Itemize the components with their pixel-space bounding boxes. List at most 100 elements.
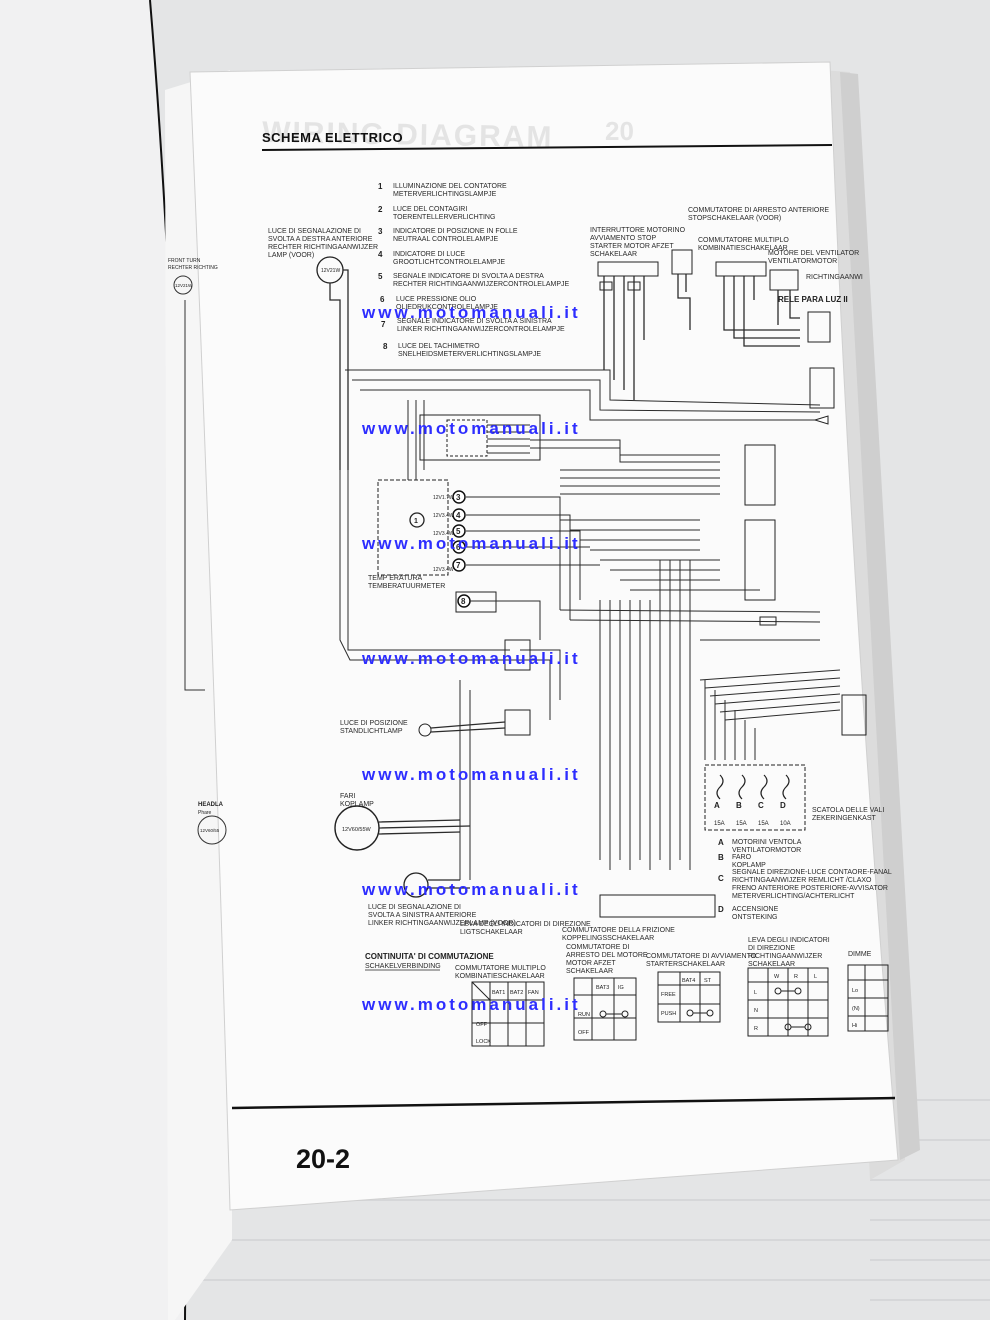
label: LUCE DI POSIZIONE	[340, 720, 408, 727]
label: AVVIAMENTO STOP	[590, 235, 656, 242]
front-stop-switch: COMMUTATORE DI ARRESTO ANTERIORE STOPSCH…	[671, 207, 829, 347]
front-right-turn-signal: LUCE DI SEGNALAZIONE DI SVOLTA A DESTRA …	[268, 228, 378, 470]
continuity-title: CONTINUITA' DI COMMUTAZIONE	[365, 952, 494, 961]
left-page-fragment: FRONT TURN RECHTER RICHTING 12V21W HEADL…	[168, 258, 227, 845]
bulb-rating: 12V3.4W	[433, 567, 454, 573]
col-head: L	[814, 974, 817, 980]
label: ZEKERINGENKAST	[812, 815, 877, 822]
legend-num: 7	[381, 320, 386, 329]
svg-text:4: 4	[456, 511, 461, 520]
label: KOPLAMP	[340, 801, 374, 808]
svg-text:7: 7	[456, 561, 461, 570]
bottom-connector-bank: COMMUTATORE DELLA FRIZIONE KOPPELINGSSCH…	[460, 894, 716, 942]
legend-nl: METERVERLICHTINGSLAMPJE	[393, 191, 497, 198]
fuse-amp: 10A	[780, 821, 791, 827]
label: RECHTER RICHTING	[168, 265, 218, 271]
bulb-num-1: 1	[414, 518, 418, 525]
watermark: www.motomanuali.it	[361, 534, 581, 553]
col-head: W	[774, 974, 780, 980]
label: SVOLTA A SINISTRA ANTERIORE	[368, 912, 477, 919]
table-title: RICHTINGAANWIJZER	[748, 953, 822, 960]
continuity-section: CONTINUITA' DI COMMUTAZIONE SCHAKELVERBI…	[365, 937, 889, 1047]
watermark: www.motomanuali.it	[361, 880, 581, 899]
row-head: FREE	[661, 992, 676, 998]
col-head: BAT2	[510, 990, 523, 996]
legend-num: 6	[380, 295, 385, 304]
label: LAMP (VOOR)	[268, 252, 314, 259]
legend-nl: RECHTER RICHTINGAANWIJZERCONTROLELAMPJE	[393, 281, 570, 288]
col-head: IG	[618, 985, 624, 991]
legend-it: SEGNALE INDICATORE DI SVOLTA A SINISTRA	[397, 318, 552, 325]
table-title: STARTERSCHAKELAAR	[646, 961, 725, 968]
table-title: SCHAKELAAR	[566, 968, 613, 975]
legend-nl: TOERENTELLERVERLICHTING	[393, 214, 495, 221]
col-head: FAN	[528, 990, 539, 996]
row-head: (N)	[852, 1006, 860, 1012]
legend-num: 5	[378, 272, 383, 281]
label: KOPPELINGSSCHAKELAAR	[562, 935, 654, 942]
table-title: DI DIREZIONE	[748, 945, 795, 952]
row-head: Hi	[852, 1023, 857, 1029]
label: RELE PARA LUZ II	[778, 295, 848, 304]
col-head: ST	[704, 978, 712, 984]
fuse-letter: B	[736, 801, 742, 810]
watermark: www.motomanuali.it	[361, 303, 581, 322]
fuse-key: B	[718, 853, 724, 862]
row-head: OFF	[476, 1022, 488, 1028]
label: COMMUTATORE MULTIPLO	[698, 237, 789, 244]
label: KOMBINATIESCHAKELAAR	[698, 245, 788, 252]
front-left-turn-signal: LUCE DI SEGNALAZIONE DI SVOLTA A SINISTR…	[368, 872, 516, 927]
label: SEGNALE DIREZIONE-LUCE CONTAORE-FANAL	[732, 869, 892, 876]
page-number: 20-2	[296, 1144, 350, 1174]
ghost-number: 20	[605, 116, 634, 146]
label: MOTORINI VENTOLA	[732, 839, 802, 846]
bulb-rating: 12V3.4W	[433, 531, 454, 537]
label: SCATOLA DELLE VALI	[812, 807, 884, 814]
legend-nl: GROOTLICHTCONTROLELAMPJE	[393, 259, 505, 266]
label: KOPLAMP	[732, 862, 766, 869]
legend-num: 4	[378, 250, 383, 259]
row-head: R	[754, 1026, 758, 1032]
label: LINKER RICHTINGAANWIJZERLAMP (VOOR)	[368, 920, 516, 927]
legend-it: LUCE DEL TACHIMETRO	[398, 343, 480, 350]
watermarks: www.motomanuali.it www.motomanuali.it ww…	[361, 303, 581, 1014]
table-title: LEVA DEGLI INDICATORI	[748, 937, 830, 944]
label: TEMBERATUURMETER	[368, 583, 445, 590]
watermark: www.motomanuali.it	[361, 649, 581, 668]
col-head: BAT3	[596, 985, 609, 991]
svg-text:6: 6	[456, 543, 461, 552]
position-light: LUCE DI POSIZIONE STANDLICHTLAMP	[340, 720, 506, 737]
label: ONTSTEKING	[732, 914, 778, 921]
fuse-box: A B C D 15A 15A 15A 10A SCATOLA DELLE VA…	[704, 764, 884, 831]
label: ACCENSIONE	[732, 906, 779, 913]
legend-it: INDICATORE DI LUCE	[393, 251, 465, 258]
row-head: N	[754, 1008, 758, 1014]
label: FRONT TURN	[168, 258, 201, 264]
label: COMMUTATORE DI ARRESTO ANTERIORE	[688, 207, 829, 214]
legend-it: LUCE PRESSIONE OLIO	[396, 296, 477, 303]
table-title: COMMUTATORE MULTIPLO	[455, 965, 546, 972]
footer-rule	[231, 1096, 896, 1110]
legend-num: 3	[378, 227, 383, 236]
fuse-letter: D	[780, 801, 786, 810]
row-head: LOCK	[476, 1039, 491, 1045]
watermark: www.motomanuali.it	[361, 419, 581, 438]
row-head: Lo	[852, 988, 858, 994]
table-title: COMMUTATORE DI	[566, 944, 629, 951]
svg-text:3: 3	[456, 493, 461, 502]
legend-nl: NEUTRAAL CONTROLELAMPJE	[393, 236, 498, 243]
page-title: SCHEMA ELETTRICO	[262, 130, 403, 145]
table-title: COMMUTATORE DI AVVIAMENTO	[646, 953, 757, 960]
label: SVOLTA A DESTRA ANTERIORE	[268, 236, 373, 243]
fuse-key: A	[718, 838, 724, 847]
continuity-subtitle: SCHAKELVERBINDING	[365, 963, 441, 970]
legend-it: SEGNALE INDICATORE DI SVOLTA A DESTRA	[393, 273, 544, 280]
label: LIGTSCHAKELAAR	[460, 929, 523, 936]
label: RICHTINGAANWIJZER REMLICHT /CLAXO	[732, 877, 872, 884]
legend-nl: OLIEDRUKCONTROLELAMPJE	[396, 304, 498, 311]
label: FARI	[340, 793, 356, 800]
label: VENTILATORMOTOR	[732, 847, 801, 854]
watermark: www.motomanuali.it	[361, 765, 581, 784]
